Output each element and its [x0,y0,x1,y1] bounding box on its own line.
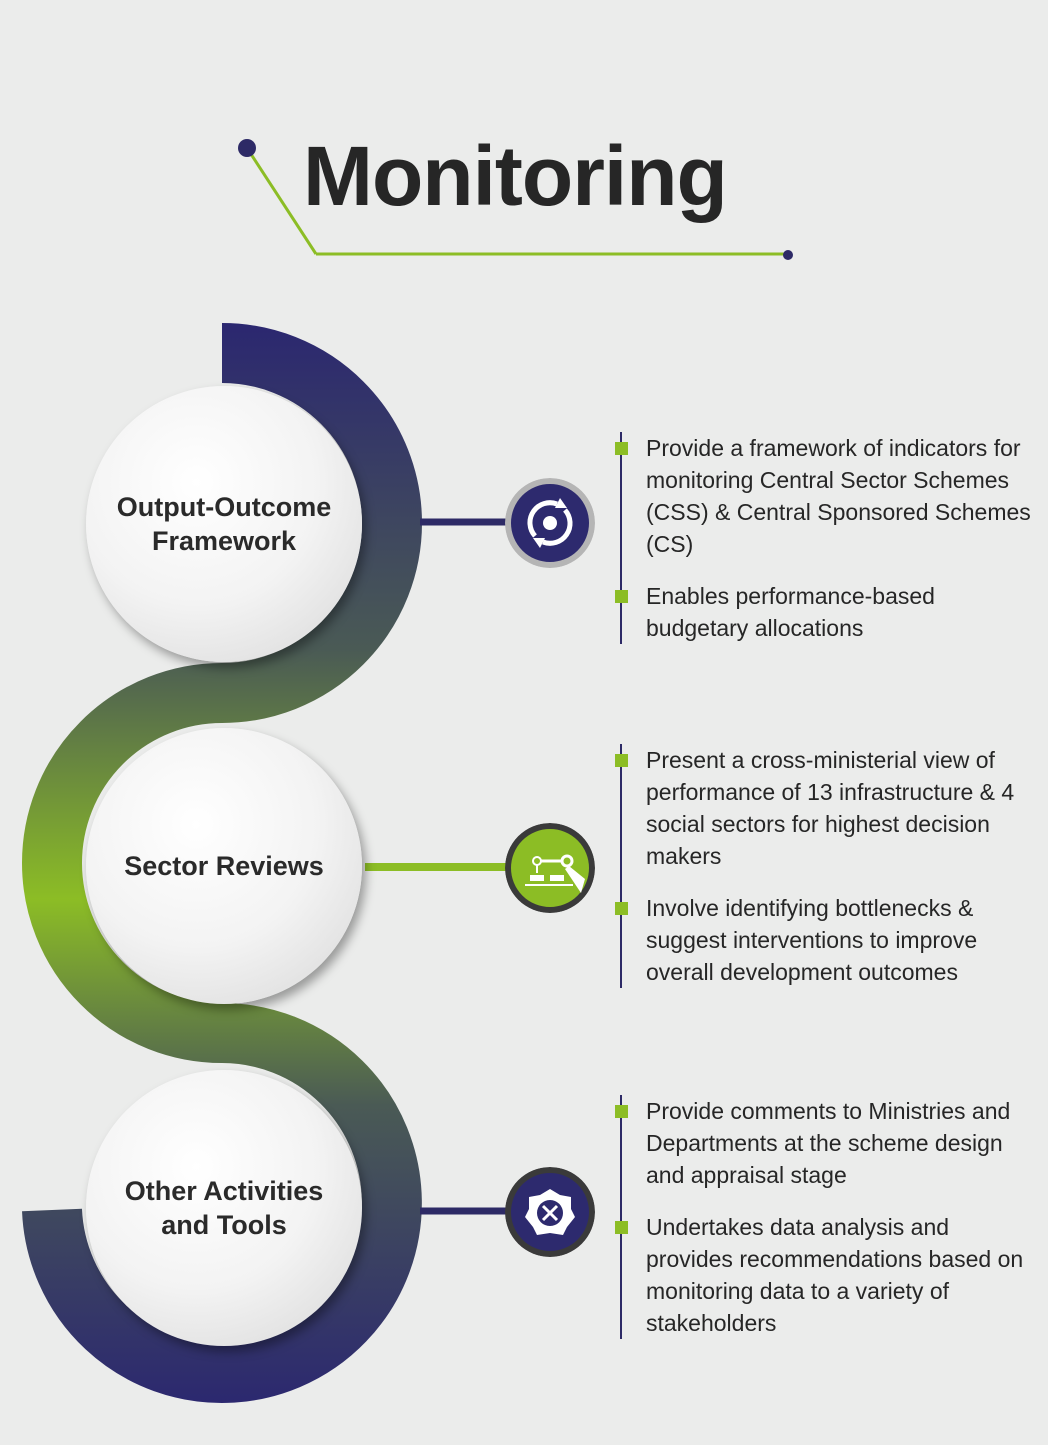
bullet-text: Provide comments to Ministries and Depar… [646,1098,1011,1188]
section-title: Output-Outcome Framework [116,492,332,556]
page-title: Monitoring [303,129,728,223]
bullets-sector-reviews: Present a cross-ministerial view of perf… [615,744,1036,988]
robotic-arm-icon [505,823,595,913]
circle-output-outcome: Output-Outcome Framework [86,386,362,662]
bullet-text: Present a cross-ministerial view of perf… [646,747,1015,869]
bullet-square-icon [615,442,628,455]
s-curve-band [22,323,422,1403]
gear-tools-icon [505,1167,595,1257]
bullet-square-icon [615,1221,628,1234]
circle-other-activities: Other Activities and Tools [86,1070,362,1346]
bullet-item: Enables performance-based budgetary allo… [615,580,1036,644]
bullet-square-icon [615,902,628,915]
bullet-item: Provide a framework of indicators for mo… [615,432,1036,560]
bullets-output-outcome: Provide a framework of indicators for mo… [615,432,1036,644]
section-title: Other Activities and Tools [124,1176,324,1240]
bullet-item: Present a cross-ministerial view of perf… [615,744,1036,872]
bullet-text: Involve identifying bottlenecks & sugges… [646,895,978,985]
bullet-square-icon [615,1105,628,1118]
section-title: Sector Reviews [124,851,324,881]
bullet-item: Involve identifying bottlenecks & sugges… [615,892,1036,988]
bullets-other-activities: Provide comments to Ministries and Depar… [615,1095,1036,1339]
bullet-text: Provide a framework of indicators for mo… [646,435,1031,557]
bullet-text: Enables performance-based budgetary allo… [646,583,935,641]
bullet-square-icon [615,590,628,603]
bullet-item: Provide comments to Ministries and Depar… [615,1095,1036,1191]
cycle-refresh-icon [505,478,595,568]
bullet-text: Undertakes data analysis and provides re… [646,1214,1024,1336]
bullet-item: Undertakes data analysis and provides re… [615,1211,1036,1339]
circle-sector-reviews: Sector Reviews [86,728,362,1004]
bullet-square-icon [615,754,628,767]
title-decoration [238,139,793,260]
